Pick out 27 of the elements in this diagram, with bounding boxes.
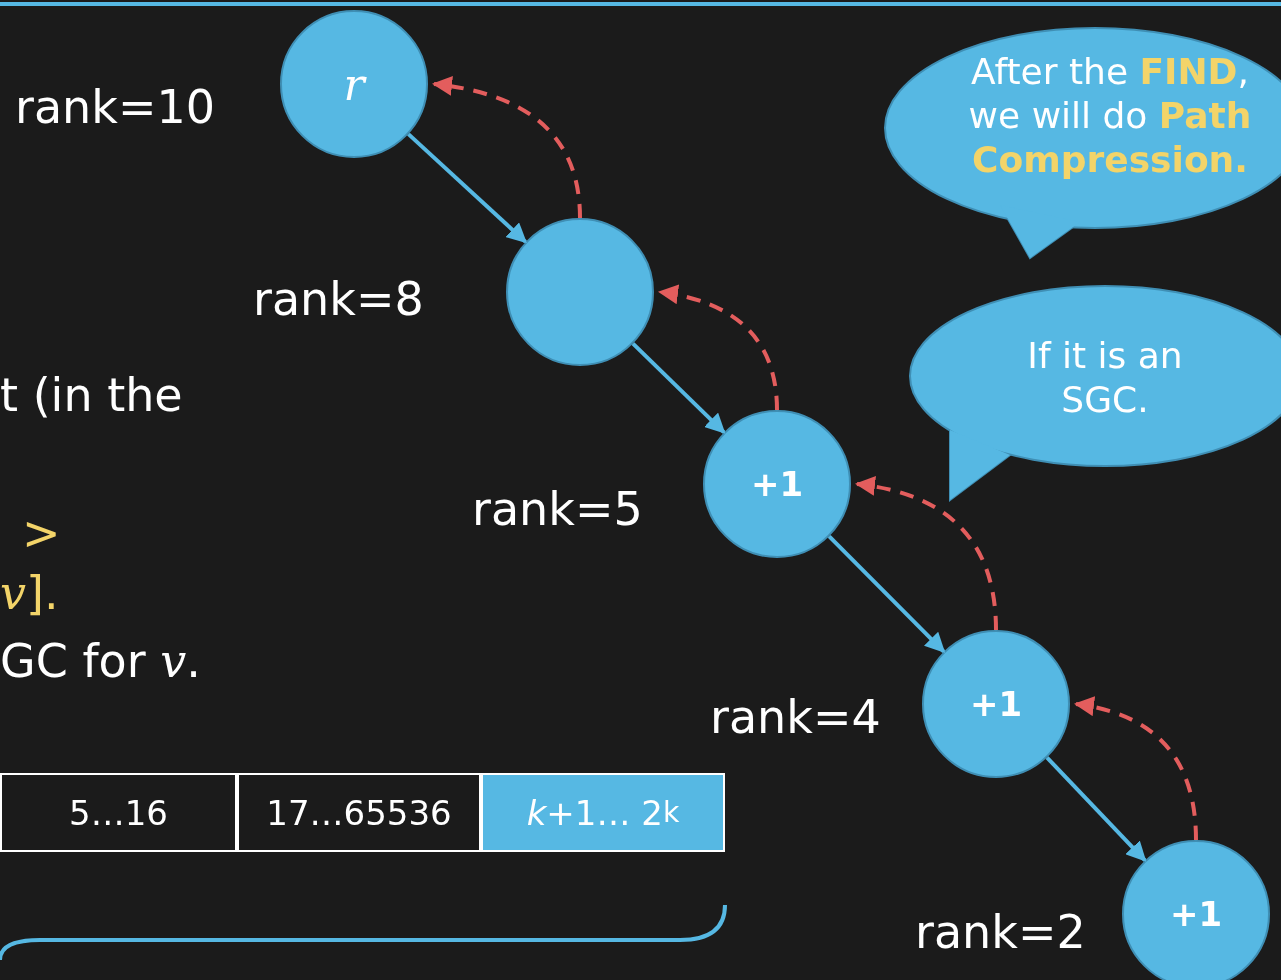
rank-label: rank=8: [253, 272, 424, 326]
speech-bubble: [909, 285, 1281, 502]
dashed-arrow: [855, 476, 998, 631]
arrow: [1045, 756, 1147, 862]
table-cell: 5…16: [0, 773, 237, 852]
node-label: +1: [1169, 894, 1223, 934]
text-fragment: GC for v.: [0, 634, 201, 688]
speech-bubble: [884, 27, 1281, 260]
text-fragment: t (in the: [0, 368, 183, 422]
dashed-arrow: [432, 76, 582, 219]
arrow: [407, 132, 527, 244]
arrow: [827, 535, 946, 653]
node-label: r: [343, 58, 365, 110]
text-fragment: v].: [0, 566, 59, 620]
node-label: +1: [969, 684, 1023, 724]
table-cell: 17…65536: [237, 773, 481, 852]
rank-label: rank=4: [710, 690, 881, 744]
dashed-arrow: [658, 285, 779, 411]
rank-label: rank=10: [15, 80, 215, 134]
rank-label: rank=2: [915, 905, 1086, 959]
node-label: +1: [750, 464, 804, 504]
rank-label: rank=5: [472, 482, 643, 536]
bubble-text: If it is an SGC.: [1026, 334, 1184, 422]
text-fragment: >: [22, 506, 61, 560]
dashed-arrow: [1074, 697, 1198, 841]
bubble-text: After the FIND, we will do Path Compression.: [967, 50, 1253, 182]
arrow: [631, 342, 726, 434]
